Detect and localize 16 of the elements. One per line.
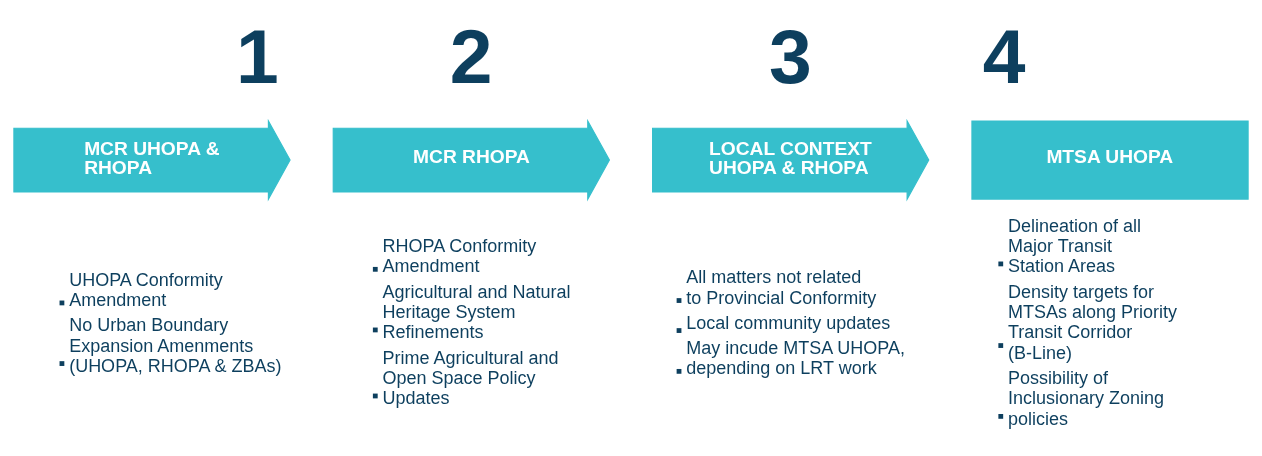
- node-label: Possibility of Inclusionary Zoning policies: [1007, 367, 1165, 429]
- node-label: Prime Agricultural and Open Space Policy Updates: [382, 347, 559, 408]
- node-label: 2: [449, 12, 493, 99]
- node-label: 1: [236, 12, 279, 99]
- node-label: RHOPA Conformity Amendment: [382, 235, 537, 276]
- node-label: 4: [982, 12, 1026, 99]
- node-label: No Urban Boundary Expansion Amenments (UHOPA, RHOPA & ZBAs): [69, 314, 282, 376]
- node-label: Delineation of all Major Transit Station Areas: [1007, 215, 1142, 276]
- node-label: 3: [769, 12, 812, 99]
- node-label: May incude MTSA UHOPA, depending on LRT work: [686, 337, 905, 378]
- node-label: UHOPA Conformity Amendment: [69, 269, 223, 310]
- node-label: Density targets for MTSAs along Priority Transit Corridor (B-Line): [1007, 281, 1178, 363]
- node-label: Agricultural and Natural Heritage System Refinements: [382, 281, 571, 342]
- node-label: Local community updates: [686, 312, 891, 333]
- node-label: All matters not related to Provincial Conformity: [686, 266, 877, 308]
- node-box: MTSA UHOPA: [971, 119, 1249, 200]
